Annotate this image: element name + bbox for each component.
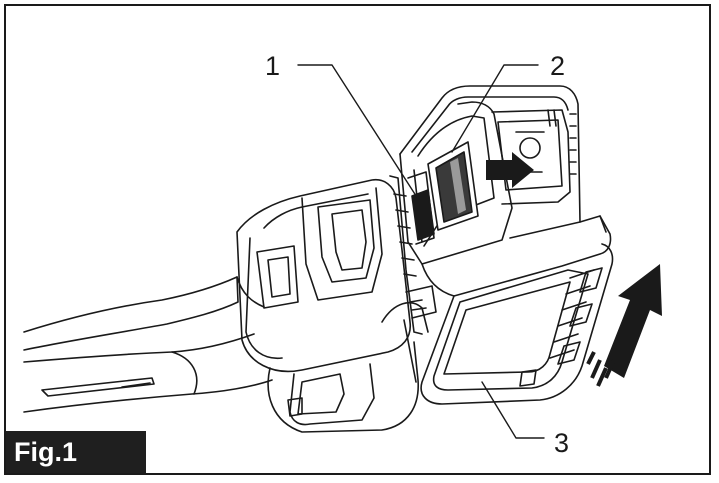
callout-3: 3	[554, 428, 570, 458]
tool-body	[236, 175, 437, 433]
tool-handle	[23, 276, 273, 413]
figure-label: Fig.1	[6, 431, 146, 473]
tool-battery-drawing	[23, 64, 614, 439]
battery-cartridge	[399, 85, 614, 405]
figure-frame: 1 2 3 Fig.1	[4, 4, 711, 475]
slide-button	[427, 141, 479, 231]
leader-lines	[297, 64, 545, 439]
slide-arrow-icon	[486, 152, 534, 188]
insert-direction-arrow-icon	[586, 264, 662, 387]
release-button	[407, 171, 435, 245]
callout-2: 2	[550, 51, 566, 81]
callout-1: 1	[265, 51, 281, 81]
